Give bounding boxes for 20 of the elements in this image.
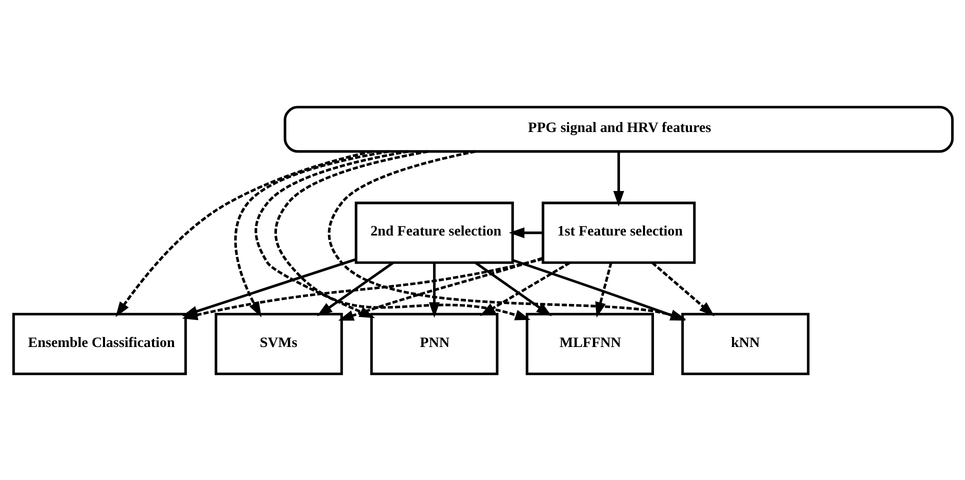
node-box: PNN — [370, 312, 498, 375]
arrow — [234, 150, 388, 317]
node-box: SVMs — [214, 312, 342, 375]
arrow — [508, 226, 542, 238]
arrow — [474, 261, 552, 316]
arrow — [274, 150, 530, 320]
arrow — [338, 256, 542, 320]
arrow — [594, 262, 612, 318]
node-box: 1st Feature selection — [541, 201, 696, 264]
arrow — [254, 150, 408, 318]
arrow — [316, 261, 394, 316]
arrow — [428, 262, 440, 318]
node-box: MLFFNN — [525, 312, 654, 375]
node-box: Ensemble Classification — [12, 312, 186, 375]
arrow — [612, 151, 624, 206]
arrow — [479, 261, 570, 316]
node-box: PPG signal and HRV features — [283, 105, 954, 152]
arrow — [650, 261, 714, 316]
node-box: 2nd Feature selection — [354, 201, 514, 264]
node-box: kNN — [680, 312, 809, 375]
